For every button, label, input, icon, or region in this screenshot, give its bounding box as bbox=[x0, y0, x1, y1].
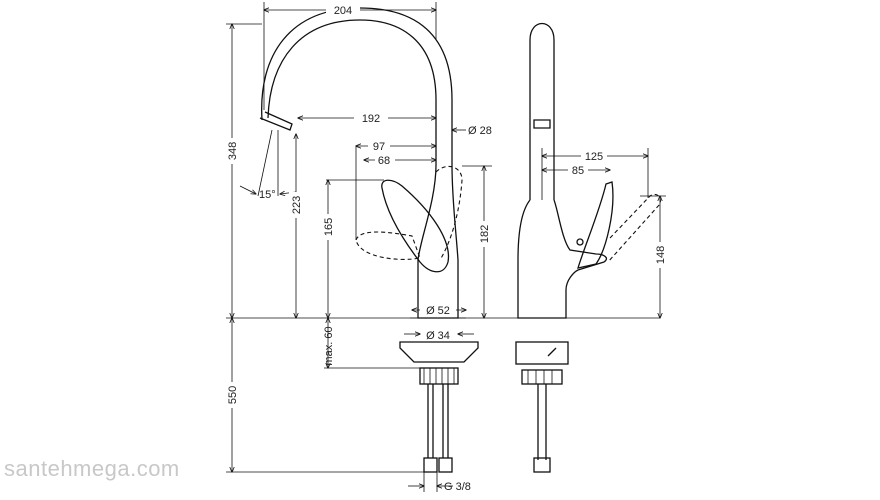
dim-85: 85 bbox=[572, 165, 584, 177]
spout-tip bbox=[259, 111, 293, 131]
dim-204: 204 bbox=[334, 5, 352, 17]
lever-open-left bbox=[355, 231, 421, 260]
dim-max-60: max. 60 bbox=[323, 326, 335, 365]
side-hose-fitting bbox=[533, 457, 551, 473]
side-spout bbox=[529, 23, 555, 200]
spout-inner bbox=[261, 7, 453, 165]
dim-g-3-8: G 3/8 bbox=[444, 481, 471, 493]
dim-15-deg: 15° bbox=[259, 189, 276, 201]
lever-pivot bbox=[576, 238, 584, 246]
dim-348: 348 bbox=[227, 142, 239, 160]
dim-223: 223 bbox=[291, 196, 303, 214]
watermark: santehmega.com bbox=[4, 456, 180, 481]
side-view: 125 85 148 bbox=[515, 23, 667, 473]
hose-fitting-left bbox=[423, 457, 438, 473]
spout-outer bbox=[267, 19, 437, 165]
side-lever bbox=[577, 181, 614, 269]
hose-fitting-right bbox=[438, 457, 453, 473]
spout-aerator bbox=[533, 119, 551, 129]
lever-closed bbox=[381, 179, 450, 273]
dim-dia-28: Ø 28 bbox=[468, 125, 492, 137]
dim-68: 68 bbox=[378, 155, 390, 167]
front-view: 204 192 Ø 28 97 68 348 15° 223 bbox=[225, 2, 660, 493]
deck-plate bbox=[399, 341, 479, 363]
dim-182: 182 bbox=[479, 225, 491, 243]
dim-dia-34: Ø 34 bbox=[426, 330, 450, 342]
dim-dia-52: Ø 52 bbox=[426, 305, 450, 317]
lever-open-right bbox=[435, 165, 463, 261]
dim-192: 192 bbox=[362, 113, 380, 125]
dim-550: 550 bbox=[227, 386, 239, 404]
dim-97: 97 bbox=[373, 141, 385, 153]
side-deck-plate bbox=[515, 341, 569, 365]
dim-148: 148 bbox=[655, 246, 667, 264]
dim-165: 165 bbox=[323, 218, 335, 236]
side-body bbox=[517, 199, 608, 319]
side-lever-open bbox=[607, 193, 661, 263]
faucet-body bbox=[417, 164, 459, 319]
dim-125: 125 bbox=[585, 151, 603, 163]
side-nut bbox=[521, 369, 563, 385]
nut bbox=[419, 367, 459, 385]
